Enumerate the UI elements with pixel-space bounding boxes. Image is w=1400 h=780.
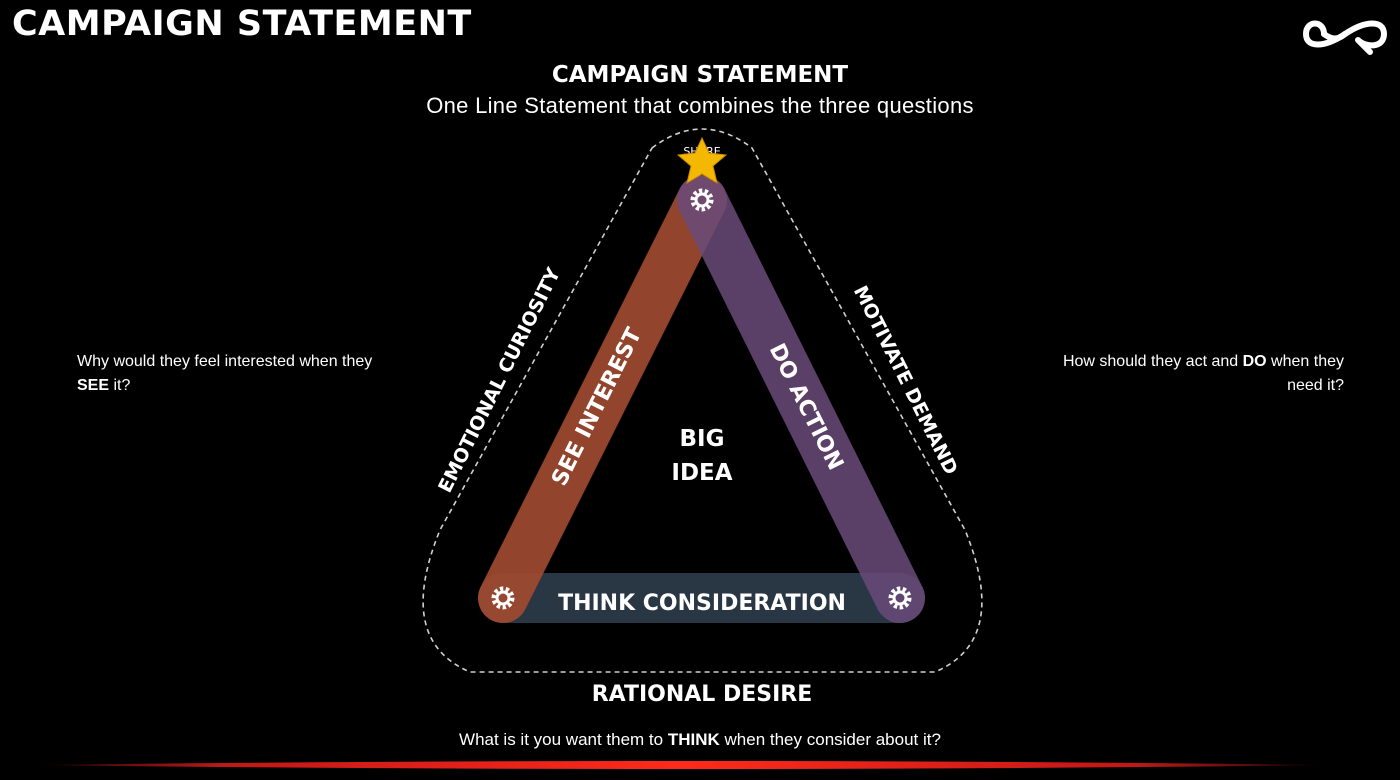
think-question: What is it you want them to THINK when t… (0, 730, 1400, 750)
star-icon (676, 136, 728, 185)
think-consideration-label: THINK CONSIDERATION (558, 591, 846, 616)
do-question: How should they act and DO when they nee… (1030, 350, 1344, 398)
see-interest-bar (478, 175, 727, 623)
think-keyword: THINK (667, 730, 720, 749)
gear-icon (888, 586, 912, 610)
see-question: Why would they feel interested when they… (77, 350, 407, 398)
big-idea-line2: IDEA (671, 460, 732, 486)
think-question-end: when they consider about it? (719, 730, 941, 749)
do-question-end: when they need it? (1266, 353, 1344, 394)
statement-description: One Line Statement that combines the thr… (426, 93, 974, 118)
gear-icon (491, 586, 515, 610)
do-action-bar (677, 175, 925, 623)
footer-stripe (30, 761, 1330, 769)
motivate-demand-label: MOTIVATE DEMAND (849, 282, 962, 478)
see-question-end: it? (109, 377, 131, 394)
do-question-text: How should they act and (1062, 353, 1243, 370)
dashed-outline (422, 128, 983, 673)
big-idea-line1: BIG (680, 426, 725, 452)
gear-icon (690, 188, 714, 212)
think-question-text: What is it you want them to (459, 730, 668, 749)
statement-heading: CAMPAIGN STATEMENT (551, 62, 849, 88)
see-question-text: Why would they feel interested when they (77, 353, 373, 370)
infinity-logo-icon (1303, 20, 1387, 55)
page-title: CAMPAIGN STATEMENT (12, 4, 472, 44)
do-keyword: DO (1242, 353, 1267, 370)
see-keyword: SEE (77, 377, 110, 394)
rational-desire-label: RATIONAL DESIRE (592, 682, 813, 707)
